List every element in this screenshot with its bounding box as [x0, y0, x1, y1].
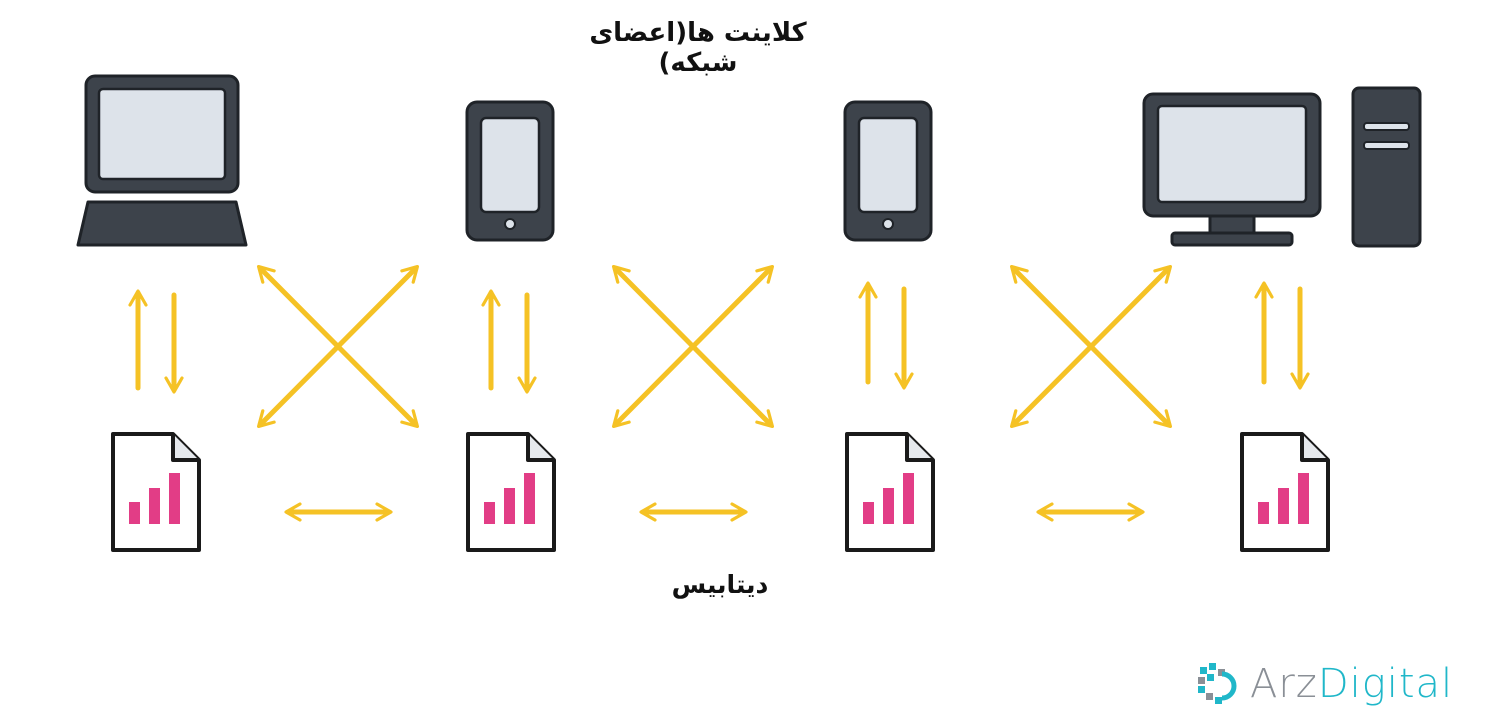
database-file-icon: [111, 432, 201, 552]
clients-title: کلاینت ها(اعضای شبکه): [589, 18, 807, 78]
tablet-icon: [465, 100, 555, 242]
database-title: دیتابیس: [671, 570, 769, 599]
diagonal-double-arrow: [256, 264, 420, 429]
laptop-icon: [76, 74, 248, 247]
database-file-icon: [466, 432, 556, 552]
brand-name-digital: Digital: [1317, 661, 1454, 707]
brand-name-arz: Arz: [1250, 661, 1318, 707]
arzdigital-logo-icon: [1198, 663, 1237, 704]
tablet-icon: [843, 100, 933, 242]
desktop-computer-icon: [1142, 86, 1422, 248]
brand-logo: ArzDigital: [1196, 656, 1453, 712]
database-file-icon: [1240, 432, 1330, 552]
database-file-icon: [845, 432, 935, 552]
diagonal-double-arrow: [611, 264, 775, 429]
diagonal-double-arrow: [1009, 264, 1173, 429]
